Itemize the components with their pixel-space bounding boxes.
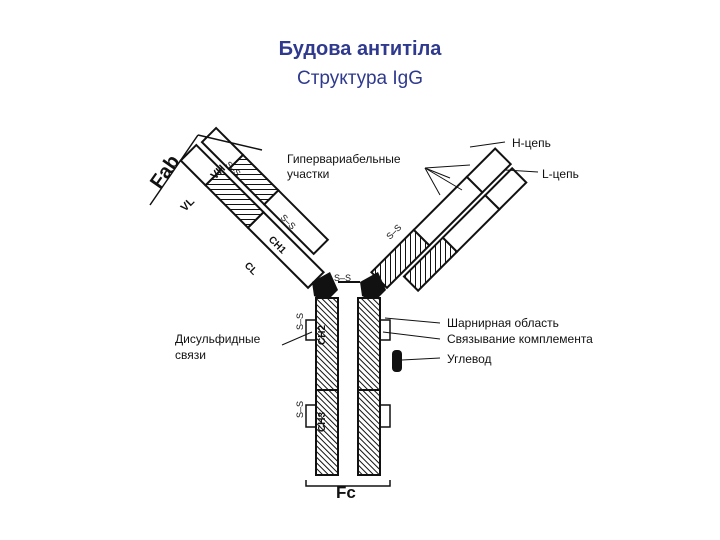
label-heavy-chain: H-цепь [512, 136, 551, 150]
ss-marker: S–S [334, 273, 351, 283]
ss-marker: S–S [295, 401, 305, 418]
right-fab-arm [370, 147, 528, 293]
right-ch2 [357, 297, 381, 391]
label-fc: Fc [336, 483, 356, 502]
label-hypervariable-1: Гипервариабельные [287, 152, 401, 166]
label-cl: CL [242, 260, 259, 277]
label-vl: VL [179, 195, 198, 214]
fc-bracket [305, 480, 391, 487]
hinge-region [312, 272, 386, 302]
label-fab: Fab [146, 151, 184, 193]
label-carbohydrate: Углевод [447, 352, 492, 366]
right-light-tail [483, 166, 528, 211]
left-ch3 [315, 389, 339, 476]
page-title: Будова антитіла [278, 38, 442, 60]
label-disulfide-2: связи [175, 348, 206, 362]
right-ch3 [357, 389, 381, 476]
ss-marker: S–S [295, 313, 305, 330]
page-subtitle: Структура IgG [296, 68, 424, 89]
label-hypervariable-2: участки [287, 167, 329, 181]
left-heavy-tail [179, 143, 223, 187]
label-disulfide-1: Дисульфидные [175, 332, 261, 346]
label-light-chain: L-цепь [542, 167, 579, 181]
fc-stem [305, 297, 402, 476]
label-ch3: CH3 [317, 412, 328, 432]
label-ch2: CH2 [317, 325, 328, 345]
label-hinge: Шарнирная область [447, 316, 559, 330]
label-complement: Связывание комплемента [447, 332, 593, 346]
carbohydrate-icon [392, 350, 402, 372]
right-heavy-tail [465, 147, 513, 194]
ss-marker: S–S [384, 222, 403, 241]
leader-lines [281, 141, 539, 361]
fab-bracket [149, 134, 263, 206]
left-fab-arm [179, 126, 330, 290]
